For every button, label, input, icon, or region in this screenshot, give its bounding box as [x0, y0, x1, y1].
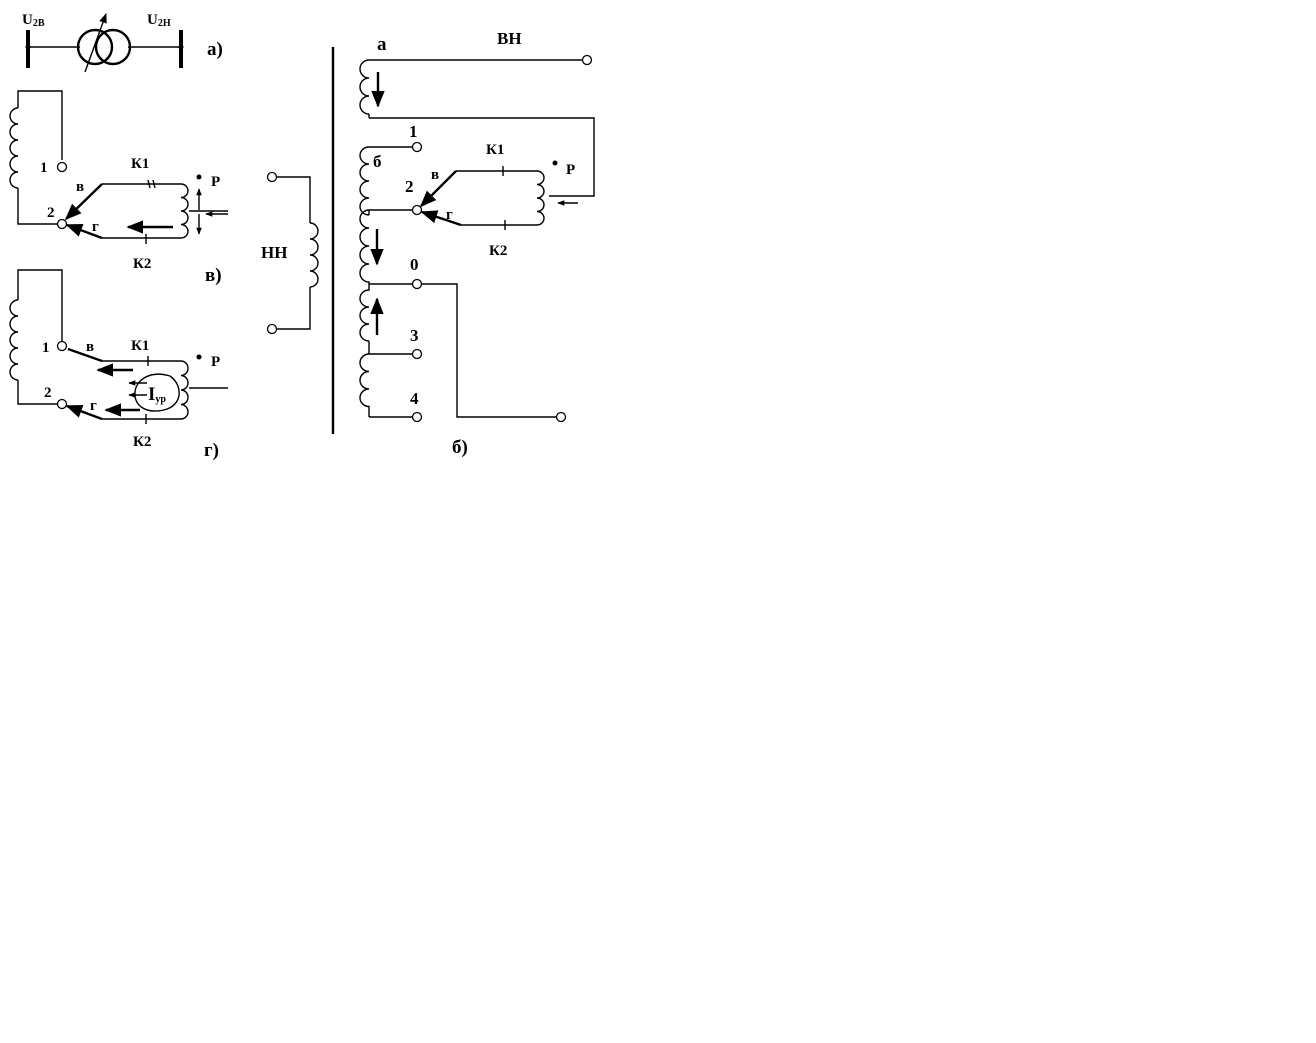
contact-g-label: г: [92, 219, 99, 235]
fine-winding-section-icon: [359, 146, 370, 216]
contact-g-arrow: [65, 223, 103, 240]
contact-v-label: в: [431, 167, 439, 183]
lv-lead-bottom: [276, 287, 311, 330]
reactor-coil-icon: [180, 360, 189, 420]
winding-section-icon: [9, 107, 19, 189]
lv-voltage-label: U2Н: [147, 12, 171, 29]
contact-g-label: г: [90, 398, 97, 414]
coarse-winding-section-icon: [359, 59, 370, 115]
tap-1-terminal: [56, 161, 68, 173]
tap-2-label: 2: [47, 205, 55, 221]
tap-1-terminal: [56, 340, 68, 352]
neutral-lead: [421, 283, 556, 418]
panel-v-caption: в): [205, 265, 222, 286]
lv-lead-top: [276, 176, 311, 223]
lv-winding: НН: [261, 171, 319, 335]
tap-2-label: 2: [44, 385, 52, 401]
contact-v-label: в: [86, 339, 94, 355]
reversing-winding-section-icon: [359, 209, 370, 284]
reactor-polarity-dot: [196, 174, 202, 180]
hv-terminal: [581, 54, 593, 66]
lv-coil-icon: [309, 222, 319, 288]
reactor-polarity-dot: [196, 354, 202, 360]
tap-0-label: 0: [410, 255, 419, 274]
tap-1-terminal: [411, 141, 423, 153]
tap-2-terminal: [56, 398, 68, 410]
tap-4-label: 4: [410, 389, 419, 408]
hv-winding-label: ВН: [497, 29, 522, 48]
circulating-current-loop: [134, 373, 180, 412]
tap-3-label: 3: [410, 326, 419, 345]
circulating-current-label: Iур: [148, 384, 166, 405]
lower-winding-section-icon: [359, 284, 370, 354]
tap-2-terminal: [56, 218, 68, 230]
bottom-winding-section-icon: [359, 353, 370, 417]
transformer-winding-1-icon: [76, 28, 114, 66]
panel-g-caption: г): [204, 440, 219, 461]
section-a-label: а: [377, 34, 387, 55]
reactor-label: Р: [211, 174, 220, 190]
tap-1-lead: [17, 90, 63, 160]
winding-section-icon: [9, 299, 19, 381]
tap-2-label: 2: [405, 177, 414, 196]
contactor-k2-label: К2: [133, 434, 151, 450]
reactor-coil-icon: [180, 183, 189, 239]
transformer-winding-2-icon: [94, 28, 132, 66]
tap-2-lead: [17, 188, 58, 225]
panel-a: U2В U2Н а): [22, 12, 223, 73]
reactor-label: Р: [211, 354, 220, 370]
lv-terminal-bottom: [266, 323, 278, 335]
reactor-label: Р: [566, 162, 575, 178]
contactor-k2-label: К2: [133, 256, 151, 272]
contact-g-arrow: [420, 210, 462, 227]
contactor-k1-label: К1: [131, 338, 149, 354]
tap-4-terminal: [411, 411, 423, 423]
panel-b: а ВН 1 б 2 в г К1 К2 Р: [359, 29, 595, 458]
contact-v-label: в: [76, 179, 84, 195]
contact-g-label: г: [446, 207, 453, 223]
regulation-arrow-icon: [84, 13, 107, 73]
tap-1-label: 1: [409, 122, 418, 141]
contact-v-arrow: [419, 170, 457, 208]
neutral-terminal: [555, 411, 567, 423]
lv-winding-label: НН: [261, 243, 287, 262]
tap-1-label: 1: [42, 340, 50, 356]
tap-2-lead: [17, 380, 58, 405]
reactor-coil-icon: [536, 170, 545, 226]
panel-v: 1 2 в г К1 К2 Р в): [9, 90, 228, 286]
contactor-k2-label: К2: [489, 243, 507, 259]
tap-1-lead: [17, 269, 63, 341]
contact-g-arrow: [65, 404, 103, 421]
k1-contact-icon: [147, 179, 156, 189]
panel-a-caption: а): [207, 39, 223, 60]
contact-v-link: [67, 347, 103, 363]
contactor-k1-label: К1: [131, 156, 149, 172]
contact-v-arrow: [64, 183, 103, 221]
hv-voltage-label: U2В: [22, 12, 45, 29]
reactor-polarity-dot: [552, 160, 558, 166]
tap-3-terminal: [411, 348, 423, 360]
reactor-feed-lead: [369, 117, 595, 197]
panel-b-caption: б): [452, 437, 468, 458]
panel-g: 1 2 в г К1 К2 Р Iур г): [9, 269, 228, 461]
section-b-label: б: [373, 152, 382, 171]
lv-terminal-top: [266, 171, 278, 183]
tap-1-label: 1: [40, 160, 48, 176]
tap-2-terminal: [411, 204, 423, 216]
contactor-k1-label: К1: [486, 142, 504, 158]
tap-0-terminal: [411, 278, 423, 290]
